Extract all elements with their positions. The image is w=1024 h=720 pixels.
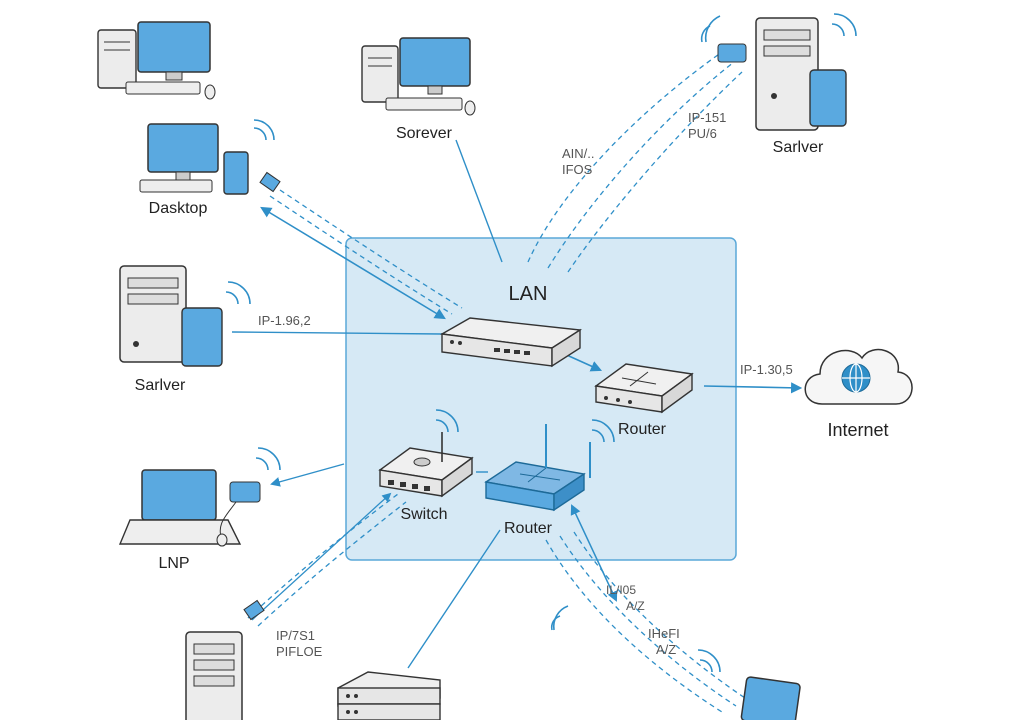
server-bottom-left-node bbox=[185, 599, 265, 720]
edge-label-bottomright-d: A/Z bbox=[656, 642, 676, 657]
internet-node: Internet bbox=[804, 348, 913, 440]
server-top-right-node: Sarlver bbox=[700, 13, 857, 156]
internet-label: Internet bbox=[827, 420, 888, 440]
router-wifi-node: Router bbox=[484, 419, 615, 537]
connections bbox=[231, 51, 803, 713]
link-desktop-switch bbox=[260, 206, 446, 320]
link-bottomright-dashed-1 bbox=[545, 539, 723, 713]
edge-label-topright-b: PU/6 bbox=[688, 126, 717, 141]
edge-label-bottomleft-a: IP/7S1 bbox=[276, 628, 315, 643]
switch-node: Switch bbox=[378, 409, 474, 523]
desktop-top-left bbox=[97, 21, 216, 100]
server-bottom-node bbox=[337, 671, 441, 720]
link-bottomright-solid bbox=[570, 504, 618, 602]
edge-labels: AIN/.. IFOS IP-151 PU/6 IP-1.96,2 IP-1.3… bbox=[258, 110, 793, 659]
lan-switch-node bbox=[439, 317, 583, 368]
edge-label-bottomleft-b: PIFLOE bbox=[276, 644, 323, 659]
link-topright-dashed-1 bbox=[527, 51, 723, 263]
server-left-node: Sarlver bbox=[119, 265, 251, 394]
link-bottomright-dashed-2 bbox=[559, 535, 737, 707]
edge-label-bottomright-a: IL/I05 bbox=[606, 583, 636, 597]
link-desktop-dashed-2 bbox=[269, 195, 453, 315]
link-left-server bbox=[231, 331, 443, 335]
edge-label-top-a: AIN/.. bbox=[562, 146, 595, 161]
edge-label-top-b: IFOS bbox=[562, 162, 593, 177]
link-topright-dashed-3 bbox=[567, 71, 743, 273]
server-top-node: Sorever bbox=[361, 37, 476, 142]
link-bottomleft-dashed-1 bbox=[247, 493, 399, 619]
laptop-left-label: LNP bbox=[158, 555, 189, 572]
link-bottomright-dashed-3 bbox=[573, 531, 749, 701]
server-left-label: Sarlver bbox=[135, 377, 186, 394]
server-top-label: Sorever bbox=[396, 125, 453, 142]
tablet-bottom-right-node bbox=[550, 605, 801, 720]
router-wifi-label: Router bbox=[504, 520, 553, 537]
edge-label-internet-ip: IP-1.30,5 bbox=[740, 362, 793, 377]
router-right-node: Router bbox=[594, 363, 694, 438]
link-laptop bbox=[270, 463, 345, 487]
lan-label: LAN bbox=[509, 283, 548, 305]
edge-label-server-left-ip: IP-1.96,2 bbox=[258, 313, 311, 328]
link-top-server bbox=[455, 139, 503, 263]
edge-label-bottomright-b: A/Z bbox=[626, 599, 645, 613]
link-bottomleft-dashed-2 bbox=[257, 501, 407, 627]
link-topright-dashed-2 bbox=[547, 61, 735, 269]
switch-label: Switch bbox=[400, 506, 447, 523]
laptop-left-node: LNP bbox=[118, 447, 281, 572]
link-bottom-server bbox=[407, 529, 501, 669]
link-router-internet bbox=[703, 382, 803, 394]
link-desktop-dashed-1 bbox=[279, 189, 463, 309]
desktop-node: Dasktop bbox=[139, 119, 281, 217]
edge-label-topright-a: IP-151 bbox=[688, 110, 726, 125]
router-right-label: Router bbox=[618, 421, 667, 438]
edge-label-bottomright-c: IHeFI bbox=[648, 626, 680, 641]
link-bottomleft-solid bbox=[251, 492, 392, 621]
server-top-right-label: Sarlver bbox=[773, 139, 824, 156]
desktop-label: Dasktop bbox=[149, 200, 208, 217]
